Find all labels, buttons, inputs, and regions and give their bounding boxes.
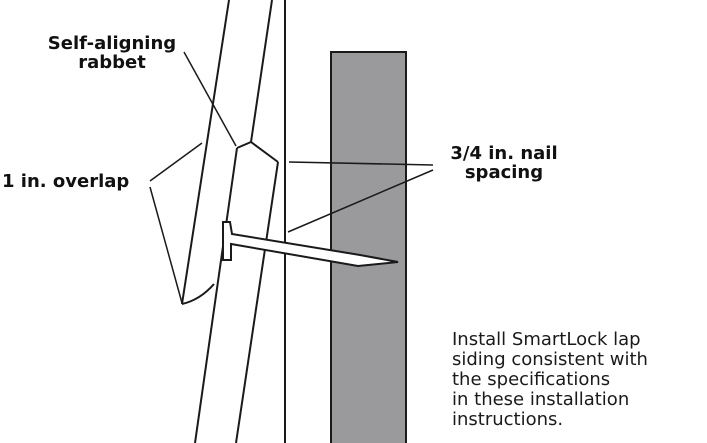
installation-note: Install SmartLock lap siding consistent …	[452, 330, 707, 430]
nail-spacing-label-line-1: 3/4 in. nail	[450, 143, 558, 164]
lower-board-left-edge	[194, 147, 238, 443]
nail-spacing-label: 3/4 in. nail spacing	[432, 144, 576, 182]
note-line-4: in these installation	[452, 389, 630, 410]
leader-overlap-lower	[149, 186, 183, 304]
lower-board-rabbet-top	[236, 140, 279, 163]
rabbet-label-line-1: Self-aligning	[47, 33, 177, 54]
note-line-3: the specifications	[452, 369, 611, 390]
upper-board-left-edge	[181, 0, 230, 305]
leader-overlap-upper	[149, 142, 203, 182]
lower-board-right-edge	[235, 161, 279, 443]
note-line-2: siding consistent with	[452, 349, 648, 370]
note-line-1: Install SmartLock lap	[452, 329, 641, 350]
leader-nail-lower	[287, 169, 434, 233]
stud	[330, 51, 407, 443]
overlap-label: 1 in. overlap	[2, 171, 130, 192]
note-line-5: instructions.	[452, 409, 564, 430]
rabbet-label: Self-aligning rabbet	[36, 34, 188, 72]
nail-spacing-label-line-2: spacing	[464, 162, 544, 183]
leader-rabbet	[183, 51, 237, 147]
leader-nail-upper	[288, 161, 434, 166]
rabbet-label-line-2: rabbet	[78, 52, 146, 73]
upper-board-bottom-curve	[181, 283, 215, 305]
upper-board-right-edge	[250, 0, 273, 143]
nail	[222, 221, 399, 268]
